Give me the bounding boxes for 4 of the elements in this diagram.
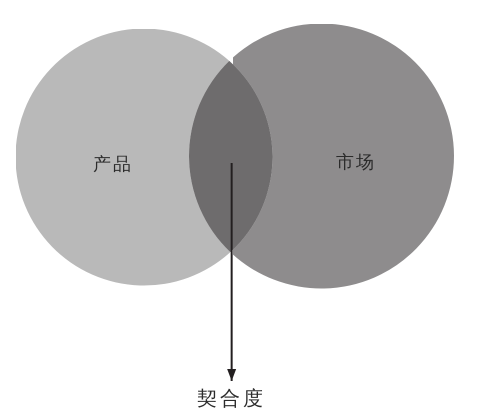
circle-label: 产品 — [93, 154, 133, 176]
arrow — [227, 163, 236, 381]
circle-label: 市场 — [336, 152, 376, 174]
result-label: 契合度 — [192, 381, 272, 415]
